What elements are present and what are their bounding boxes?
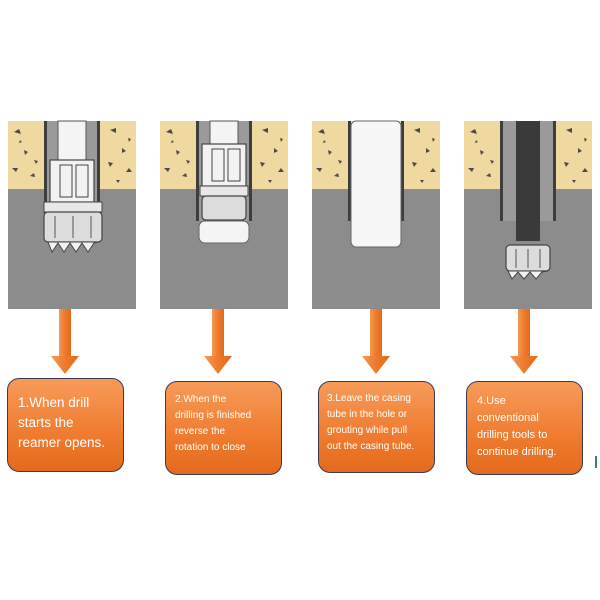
drill-bit [505, 244, 551, 280]
step-3-text: 3.Leave the casing tube in the hole or g… [327, 391, 414, 455]
panel-2 [160, 120, 288, 309]
arrow-3 [362, 309, 390, 374]
step-2-line-3: reverse the [175, 426, 226, 437]
casing-left-wall [44, 121, 47, 221]
soil-pebbles [468, 128, 588, 183]
borehole-bottom [198, 220, 250, 244]
step-3-box: 3.Leave the casing tube in the hole or g… [318, 381, 435, 473]
drill-tool [43, 159, 103, 254]
casing-tube [350, 120, 402, 248]
step-1-text: 1.When drill starts the reamer opens. [18, 393, 105, 453]
step-2-line-4: rotation to close [175, 442, 246, 453]
casing-left-wall [500, 121, 503, 221]
drill-tool [199, 143, 249, 229]
edge-mark [595, 456, 597, 468]
arrow-4 [510, 309, 538, 374]
arrow-2 [204, 309, 232, 374]
step-3-line-4: out the casing tube. [327, 441, 415, 452]
panel-3 [312, 120, 440, 309]
step-1-line-2: starts the [18, 415, 74, 430]
casing-right-wall [553, 121, 556, 221]
drill-rod [209, 120, 239, 146]
step-3-line-2: tube in the hole or [327, 409, 408, 420]
step-4-line-1: 4.Use [477, 395, 506, 407]
casing-left-wall [196, 121, 199, 221]
soil-pebbles [316, 128, 436, 183]
step-4-line-3: drilling tools to [477, 429, 548, 441]
casing-right-wall [249, 121, 252, 221]
step-2-line-2: drilling is finished [175, 410, 252, 421]
step-4-line-2: conventional [477, 412, 539, 424]
casing-left-wall [348, 121, 351, 221]
step-1-line-3: reamer opens. [18, 435, 106, 450]
casing-right-wall [401, 121, 404, 221]
soil-pebbles [12, 128, 132, 183]
step-1-line-1: 1.When drill [18, 395, 90, 410]
step-1-box: 1.When drill starts the reamer opens. [7, 378, 124, 472]
step-4-line-4: continue drilling. [477, 446, 557, 458]
step-3-line-3: grouting while pull [327, 425, 408, 436]
step-3-line-1: 3.Leave the casing [327, 393, 411, 404]
step-2-box: 2.When the drilling is finished reverse … [165, 381, 282, 475]
step-4-text: 4.Use conventional drilling tools to con… [477, 393, 557, 461]
panel-1 [8, 120, 136, 309]
step-4-box: 4.Use conventional drilling tools to con… [466, 381, 583, 475]
panel-4 [464, 121, 592, 309]
drill-rod [57, 120, 87, 162]
step-2-text: 2.When the drilling is finished reverse … [175, 392, 251, 456]
drill-rod [516, 121, 540, 241]
soil-pebbles [164, 128, 284, 183]
step-2-line-1: 2.When the [175, 394, 227, 405]
casing-right-wall [97, 121, 100, 221]
arrow-1 [51, 309, 79, 374]
